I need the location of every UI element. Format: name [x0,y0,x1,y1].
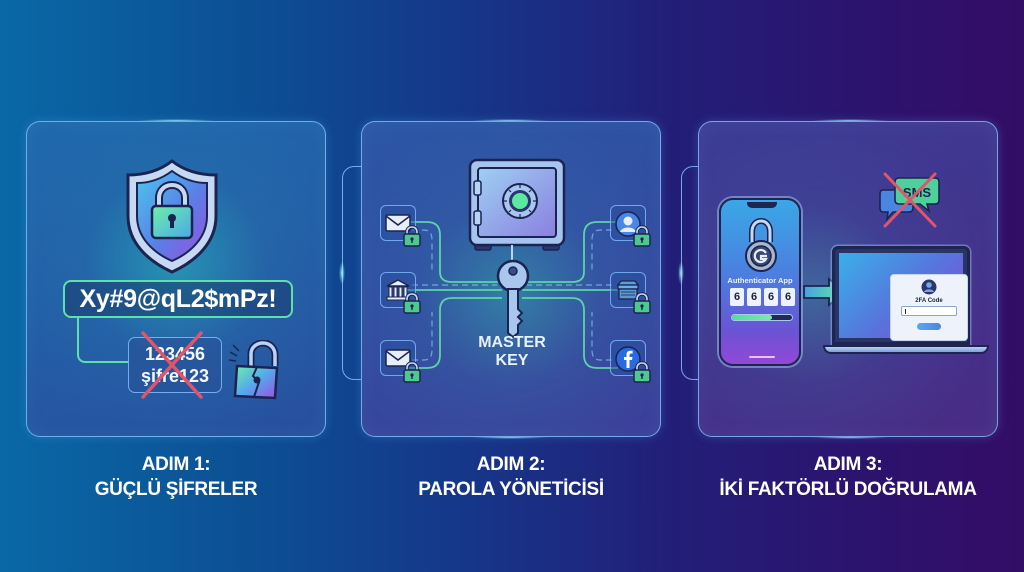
panel-glow [810,435,890,439]
facebook-icon [615,346,641,372]
authenticator-lock-icon [745,218,777,272]
2fa-submit-button[interactable] [917,323,941,330]
step-2-caption: ADIM 2: PAROLA YÖNETİCİSİ [361,452,661,502]
step-2-number: ADIM 2: [476,454,546,475]
phone-notch [747,202,777,208]
authenticator-app-label: Authenticator App [727,276,793,285]
small-lock-icon [633,292,651,314]
key-chain-line [511,245,513,263]
connector-glow [678,261,684,285]
mail-icon [385,349,411,367]
step-2-title: PAROLA YÖNETİCİSİ [418,479,604,500]
step-1-panel: Xy#9@qL2$mPz! 123456 şifre123 [26,121,326,437]
step-2-panel: MASTER KEY [361,121,661,437]
tree-connector [77,318,129,363]
otp-digit: 6 [764,288,778,306]
step-3-number: ADIM 3: [813,454,883,475]
panel-connector [342,166,362,380]
otp-code: 6 6 6 6 [730,288,795,306]
master-key-label: MASTER KEY [478,334,546,369]
step-1-caption: ADIM 1: GÜÇLÜ ŞİFRELER [26,452,326,502]
2fa-dialog: 2FA Code [891,275,967,340]
small-lock-icon [633,361,651,383]
shield-lock-icon [126,159,218,274]
service-user-profile [610,205,646,241]
2fa-code-input[interactable] [901,306,957,316]
broken-padlock-icon [228,340,279,400]
panel-glow [470,435,550,439]
small-lock-icon [403,225,421,247]
service-bank [380,272,416,308]
otp-timer-bar [731,314,793,321]
step-3-panel: Authenticator App 6 6 6 6 SMS [698,121,998,437]
laptop: 2FA Code [832,246,970,345]
step-1-number: ADIM 1: [141,454,211,475]
cross-out-icon [141,331,203,399]
step-3-title: İKİ FAKTÖRLÜ DOĞRULAMA [719,479,977,500]
otp-digit: 6 [747,288,761,306]
weak-password: 123456 [144,344,206,364]
otp-timer-fill [732,315,772,320]
sms-message-icon: SMS [879,172,940,228]
otp-digit: 6 [781,288,795,306]
laptop-base [823,345,989,354]
user-avatar-icon [921,279,937,295]
smartphone: Authenticator App 6 6 6 6 [719,198,801,366]
small-lock-icon [403,361,421,383]
connector-glow [339,261,345,285]
home-indicator [749,356,775,358]
store-icon [616,280,640,300]
connection-lines [406,221,618,369]
otp-digit: 6 [730,288,744,306]
bank-icon [386,279,410,301]
small-lock-icon [633,225,651,247]
laptop-display: 2FA Code [839,253,967,340]
weak-passwords-box: 123456 şifre123 [128,337,222,393]
small-lock-icon [403,292,421,314]
user-profile-icon [615,211,641,237]
2fa-code-label: 2FA Code [915,298,943,304]
step-1-title: GÜÇLÜ ŞİFRELER [94,479,258,500]
strong-password-box: Xy#9@qL2$mPz! [63,280,293,318]
mail-icon [385,214,411,232]
safe-vault-icon [468,158,566,251]
key-icon [496,259,530,339]
step-3-caption: ADIM 3: İKİ FAKTÖRLÜ DOĞRULAMA [698,452,998,502]
